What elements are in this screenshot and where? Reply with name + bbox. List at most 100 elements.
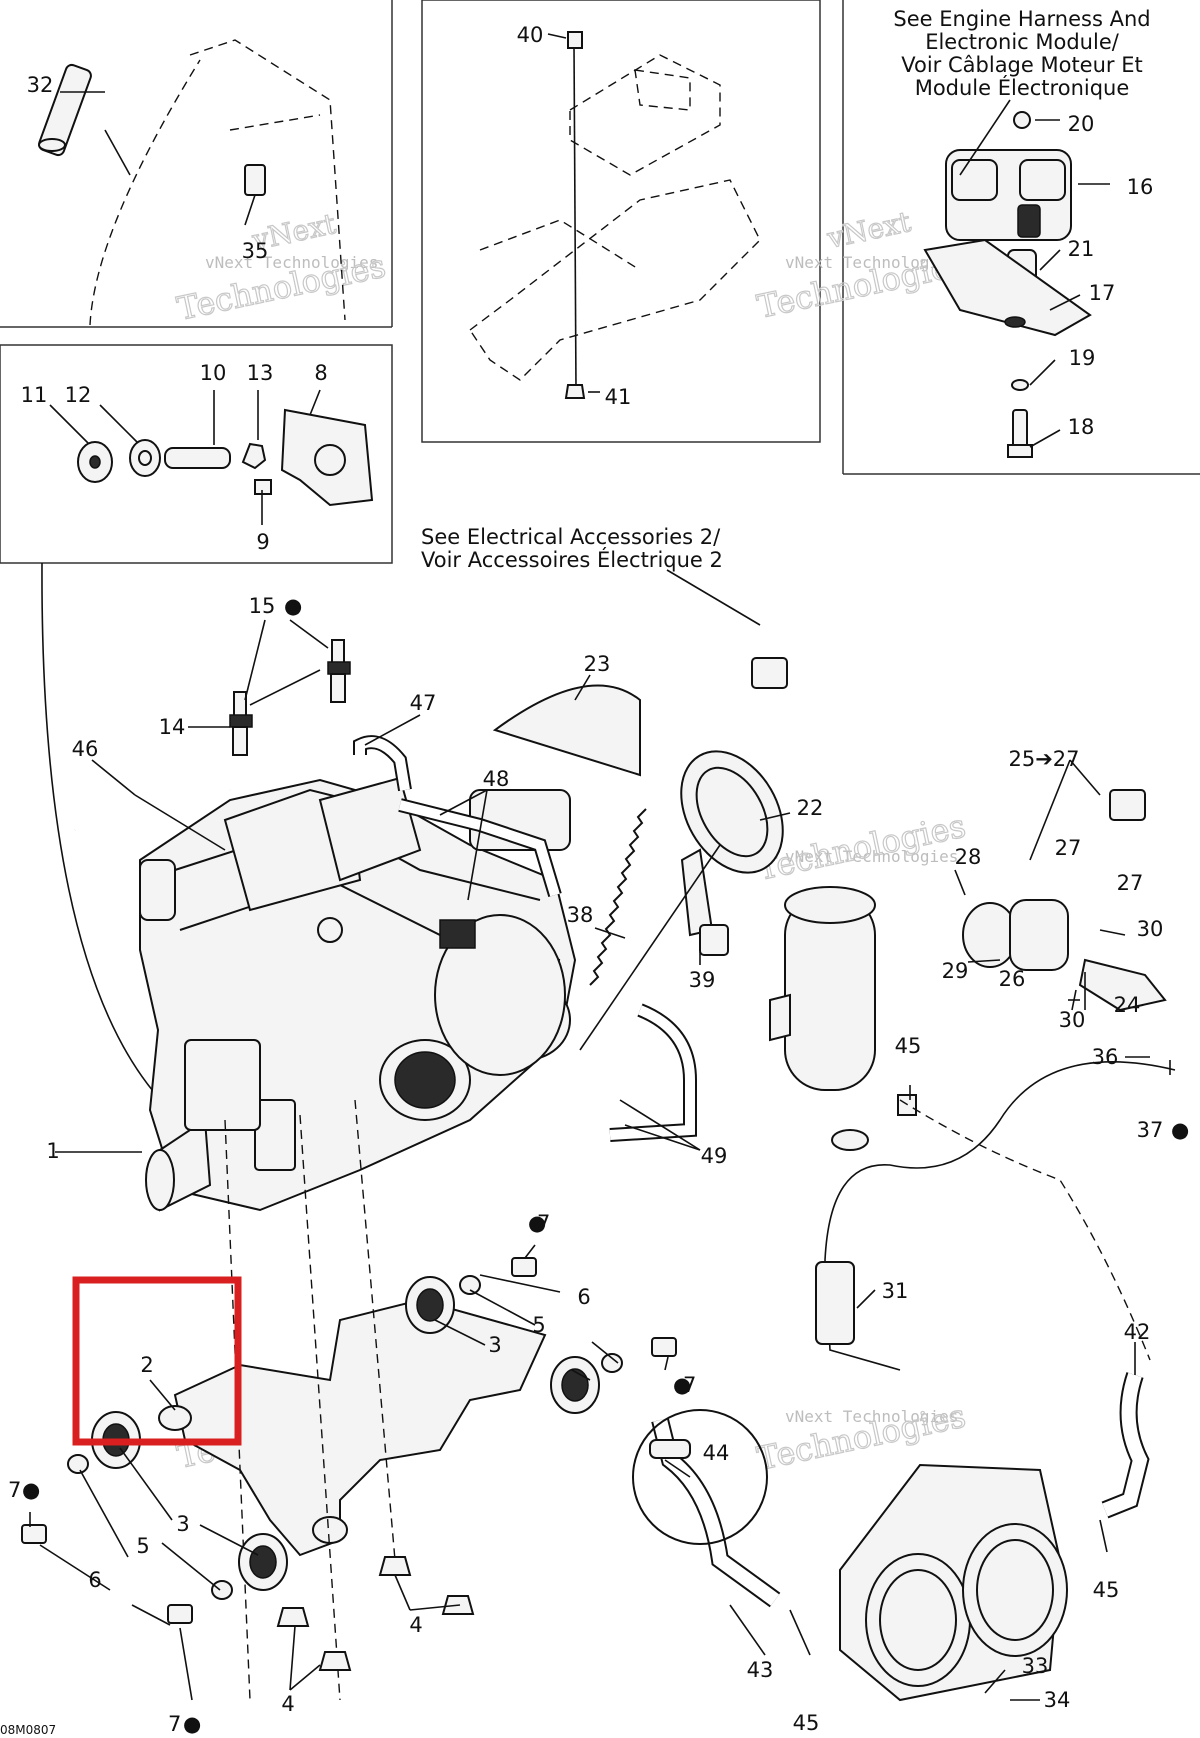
part-label: 48 (483, 767, 510, 791)
part-label: 32 (27, 73, 54, 97)
part-label: 11 (21, 383, 48, 407)
part-label: 17 (1089, 281, 1116, 305)
part-label: 25➔27 (1008, 747, 1079, 771)
part-label: 3 (176, 1512, 189, 1536)
part-label: 26 (999, 967, 1026, 991)
part-label: 9 (256, 530, 269, 554)
cross-reference-notes: See Engine Harness And Electronic Module… (421, 7, 1151, 572)
throttle-control-illustration (962, 789, 1167, 1012)
part-label: 34 (1044, 1688, 1071, 1712)
part-label: 45 (793, 1711, 820, 1735)
part-label: 40 (517, 23, 544, 47)
part-label: 45 (1093, 1578, 1120, 1602)
part-label: 7 (683, 1373, 696, 1397)
part-label: 2 (140, 1353, 153, 1377)
bracket-inset-illustration (77, 408, 374, 507)
oil-drop-icon: ● (528, 1211, 546, 1235)
leader-lines (29, 33, 1171, 1701)
watermark-text: vNext Technologies (785, 1407, 958, 1426)
watermark-text: Technologies (754, 807, 969, 888)
part-label: 18 (1068, 415, 1095, 439)
inset-frame-lines (0, 0, 1200, 1111)
oil-drop-icon: ● (673, 1373, 691, 1397)
highlight-box-part-2 (72, 1276, 242, 1446)
watermark-text: vNext Technologies (785, 253, 958, 272)
part-label: 22 (797, 796, 824, 820)
part-label: 10 (200, 361, 227, 385)
part-label: 37 (1137, 1118, 1164, 1142)
part-label: 46 (72, 737, 99, 761)
note-electrical-accessories-line1: See Electrical Accessories 2/ (421, 525, 721, 549)
watermark-text: vNext Technologies (205, 253, 378, 272)
engine-mount-illustration (21, 1099, 677, 1701)
part-label: 6 (88, 1568, 101, 1592)
part-label: 43 (747, 1658, 774, 1682)
part-label: 27 (1055, 836, 1082, 860)
part-label: 23 (584, 652, 611, 676)
part-label: 19 (1069, 346, 1096, 370)
part-label: 8 (314, 361, 327, 385)
part-label: 15 (249, 594, 276, 618)
spring-illustration (589, 808, 729, 986)
clamp-detail-illustration (649, 1439, 691, 1459)
note-engine-harness-line2: Electronic Module/ (925, 30, 1120, 54)
detail-circle (632, 1409, 768, 1545)
part-label: 49 (701, 1144, 728, 1168)
diagram-code: 08M0807 (0, 1723, 56, 1737)
heat-shield-illustration (492, 684, 641, 777)
note-engine-harness-line4: Module Électronique (915, 75, 1130, 100)
part-label: 39 (689, 968, 716, 992)
fuel-filter-illustration (815, 1261, 855, 1345)
watermark-text: vNext Technologies (785, 847, 958, 866)
part-label: 16 (1127, 175, 1154, 199)
part-label: 4 (409, 1613, 422, 1637)
part-label: 21 (1068, 237, 1095, 261)
oil-drop-icon: ● (22, 1478, 40, 1502)
part-label: 29 (942, 959, 969, 983)
part-label: 4 (281, 1692, 294, 1716)
part-label: 30 (1059, 1008, 1086, 1032)
throttle-body-illustration (839, 1463, 1068, 1702)
part-label: 24 (1114, 993, 1141, 1017)
part-label: 7 (168, 1712, 181, 1736)
note-electrical-accessories-line2: Voir Accessoires Électrique 2 (421, 547, 723, 572)
part-labels: 32 35 11 12 10 13 8 9 40 41 20 16 21 17 … (8, 23, 1189, 1736)
part-label: 27 (1117, 871, 1144, 895)
part-label: 7 (8, 1478, 21, 1502)
part-label: 3 (488, 1333, 501, 1357)
part-label: 12 (65, 383, 92, 407)
connector-illustration (751, 657, 788, 689)
part-label: 5 (532, 1313, 545, 1337)
part-label: 35 (242, 239, 269, 263)
note-engine-harness-line3: Voir Câblage Moteur Et (901, 53, 1142, 77)
part-label: 20 (1068, 112, 1095, 136)
frame-tube-illustration (38, 39, 346, 326)
air-silencer-illustration (680, 750, 784, 937)
part-label: 44 (703, 1441, 730, 1465)
part-label: 42 (1124, 1320, 1151, 1344)
spark-plugs-illustration (229, 639, 351, 756)
part-label: 28 (955, 845, 982, 869)
part-label: 41 (605, 385, 632, 409)
throttle-cable-illustration (824, 1061, 1176, 1371)
oil-drop-icon: ● (183, 1712, 201, 1736)
part-label: 33 (1022, 1654, 1049, 1678)
part-label: 5 (136, 1534, 149, 1558)
ecu-bracket-illustration (469, 31, 761, 399)
part-label: 30 (1137, 917, 1164, 941)
part-label: 13 (247, 361, 274, 385)
guide-line (899, 1099, 1151, 1361)
note-engine-harness-line1: See Engine Harness And (893, 7, 1150, 31)
part-label: 45 (895, 1034, 922, 1058)
part-label: 6 (577, 1285, 590, 1309)
oil-drop-icon: ● (284, 594, 302, 618)
part-label: 47 (410, 691, 437, 715)
part-label: 31 (882, 1279, 909, 1303)
part-label: 7 (537, 1211, 550, 1235)
ignition-coil-illustration (923, 111, 1092, 458)
part-label: 1 (46, 1139, 59, 1163)
watermark-text: vNext (824, 205, 915, 255)
part-label: 36 (1092, 1045, 1119, 1069)
part-label: 38 (567, 903, 594, 927)
